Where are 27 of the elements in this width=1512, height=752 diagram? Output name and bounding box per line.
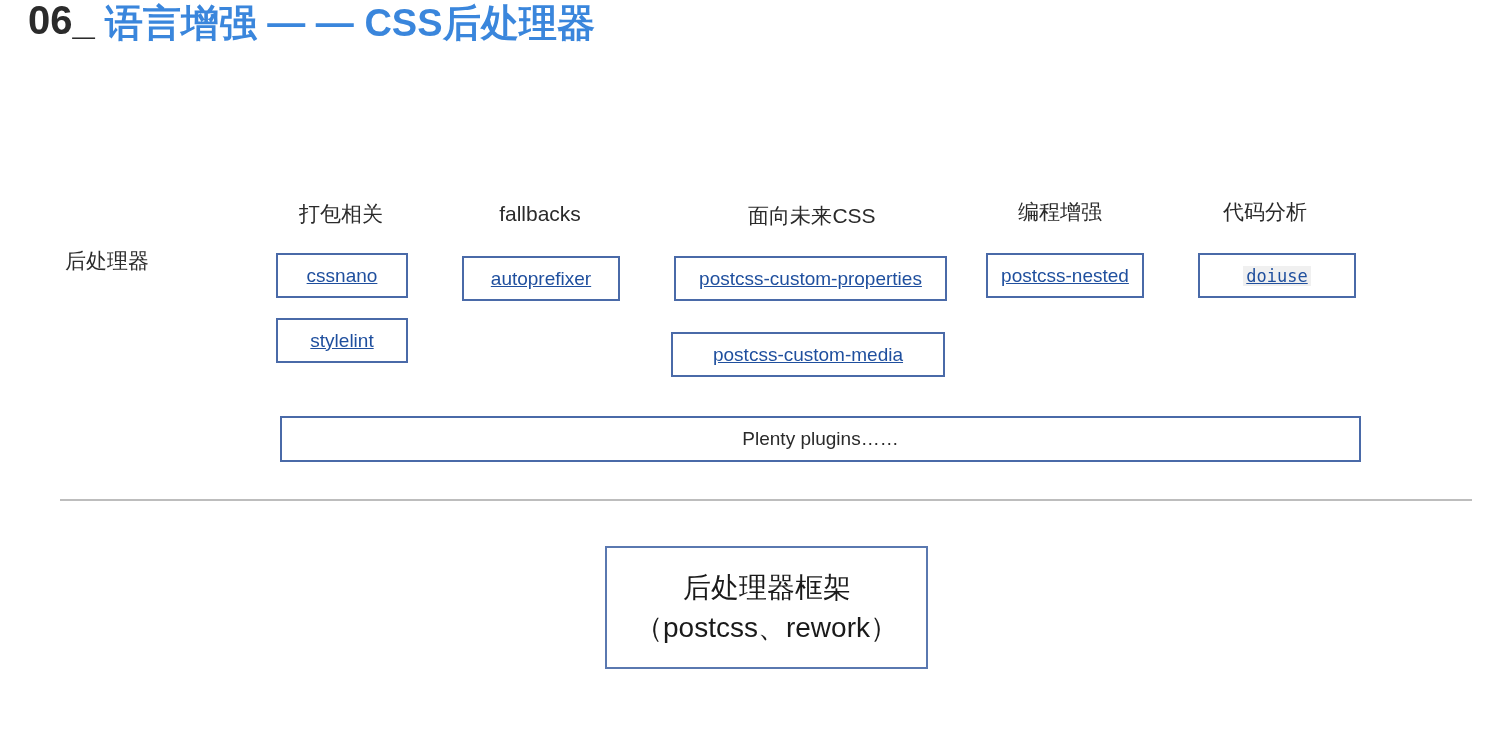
plugin-box [276,253,408,298]
plugins-bar [280,416,1361,462]
category-heading: 编程增强 [1018,199,1102,225]
row-label: 后处理器 [65,248,149,274]
plugin-link: postcss-custom-media [712,343,904,366]
plugin-box [462,256,620,301]
category-heading: 面向未来CSS [748,203,876,229]
plugin-box [674,256,947,301]
plugin-link: cssnano [306,264,378,287]
plugin-link: stylelint [310,329,374,352]
plugin-box [1198,253,1356,298]
plugin-box [276,318,408,363]
plugin-link: doiuse [1243,265,1311,286]
section-number: 06_ [28,0,95,43]
framework-title: 后处理器框架 [682,570,851,605]
plugin-link: autoprefixer [490,267,592,290]
framework-list: （postcss、rework） [635,607,898,648]
framework-box [605,546,928,669]
plugin-link: postcss-nested [1001,264,1129,287]
slide-title: 语言增强 — — CSS后处理器 [104,1,595,46]
plugin-link: postcss-custom-properties [699,267,922,290]
plugins-note: Plenty plugins…… [742,428,899,450]
category-heading: 代码分析 [1223,199,1307,225]
category-heading: fallbacks [499,202,581,226]
category-heading: 打包相关 [299,201,383,227]
plugin-box [671,332,945,377]
plugin-box [986,253,1144,298]
